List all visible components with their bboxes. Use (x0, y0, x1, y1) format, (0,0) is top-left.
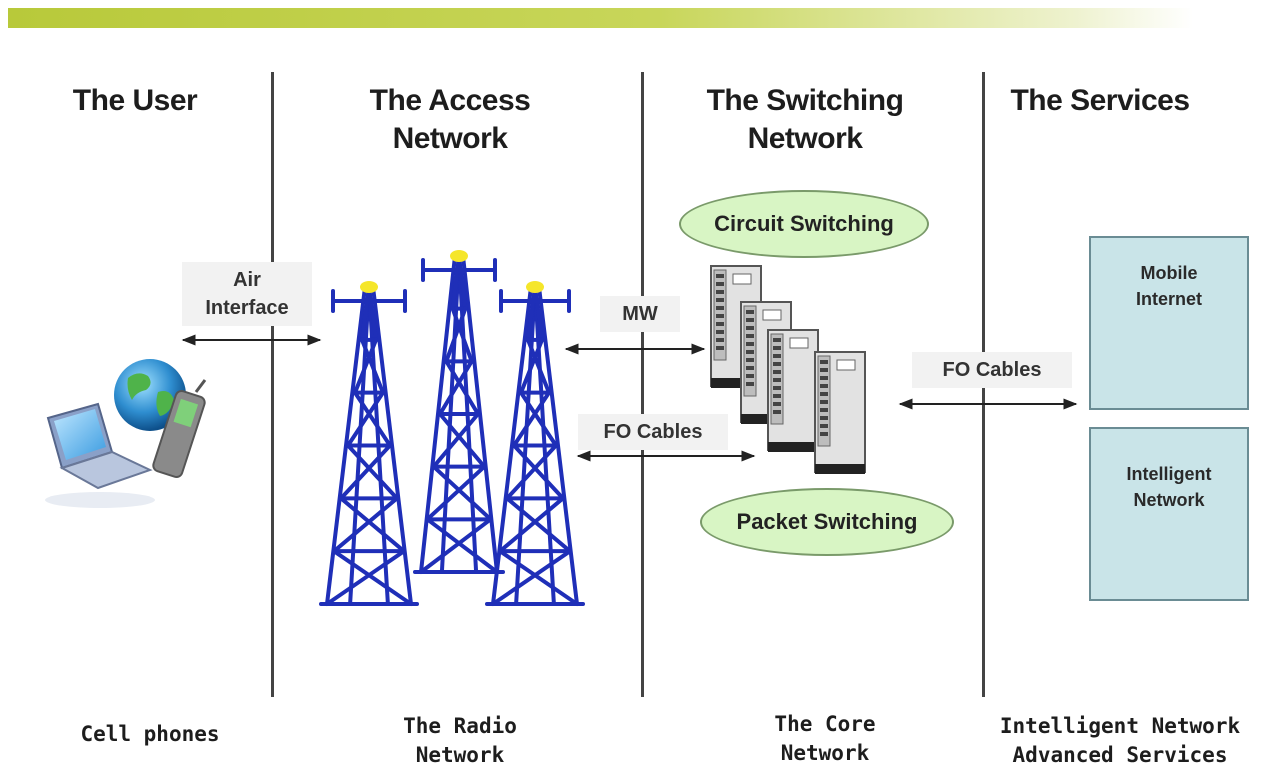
radio-tower-icon (319, 250, 585, 606)
footer-radio-line2: Network (415, 743, 505, 767)
fo-cables-access-label: FO Cables (578, 414, 728, 450)
circuit-switching-ellipse: Circuit Switching (679, 190, 929, 258)
fo-cables-services-text: FO Cables (942, 359, 1042, 381)
fo-cables-access-text: FO Cables (603, 421, 703, 443)
mobile-internet-title: Mobile Internet (1091, 260, 1247, 312)
heading-user-text: The User (72, 84, 198, 117)
heading-user: The User (40, 82, 230, 120)
footer-user-text: Cell phones (80, 722, 220, 746)
footer-core-line2: Network (780, 741, 870, 765)
air-interface-line2: Interface (205, 297, 289, 319)
tower (319, 281, 419, 606)
footer-services: Intelligent Network Advanced Services (985, 712, 1255, 770)
footer-core-network: The Core Network (715, 710, 935, 768)
switch-server (767, 329, 819, 452)
heading-services: The Services (990, 82, 1210, 120)
heading-services-text: The Services (1010, 84, 1190, 117)
footer-radio-network: The Radio Network (350, 712, 570, 770)
footer-radio-line1: The Radio (403, 714, 517, 738)
intelligent-network-box: Intelligent Network (1089, 427, 1249, 601)
column-divider-1 (271, 72, 274, 697)
heading-access-network: The Access Network (330, 82, 570, 158)
footer-services-line2: Advanced Services (1012, 743, 1228, 767)
circuit-switching-label: Circuit Switching (714, 211, 894, 236)
switch-server (814, 351, 866, 474)
intelligent-network-line2: Network (1133, 490, 1205, 510)
mobile-internet-line2: Internet (1135, 289, 1202, 309)
column-divider-2 (641, 72, 644, 697)
heading-access-line2: Network (392, 122, 508, 155)
air-interface-label: Air Interface (182, 262, 312, 326)
tower (485, 281, 585, 606)
mw-label: MW (600, 296, 680, 332)
footer-services-line1: Intelligent Network (999, 714, 1241, 738)
mw-label-text: MW (622, 303, 658, 325)
intelligent-network-line1: Intelligent (1126, 464, 1212, 484)
intelligent-network-title: Intelligent Network (1091, 461, 1247, 513)
heading-switching-line2: Network (747, 122, 863, 155)
air-interface-line1: Air (233, 269, 261, 291)
cell-phone-icon (152, 379, 207, 479)
switch-server-icon (710, 265, 866, 474)
user-devices (45, 359, 207, 508)
heading-switching-network: The Switching Network (675, 82, 935, 158)
mobile-internet-line1: Mobile (1140, 263, 1198, 283)
tower (413, 250, 505, 574)
laptop-icon (45, 402, 155, 508)
footer-user: Cell phones (50, 720, 250, 749)
globe-icon (114, 359, 186, 431)
mobile-internet-box: Mobile Internet (1089, 236, 1249, 410)
packet-switching-ellipse: Packet Switching (700, 488, 954, 556)
title-accent-bar (8, 8, 1193, 28)
packet-switching-label: Packet Switching (736, 509, 918, 534)
heading-switching-line1: The Switching (706, 84, 904, 117)
fo-cables-services-label: FO Cables (912, 352, 1072, 388)
heading-access-line1: The Access (369, 84, 531, 117)
footer-core-line1: The Core (774, 712, 876, 736)
